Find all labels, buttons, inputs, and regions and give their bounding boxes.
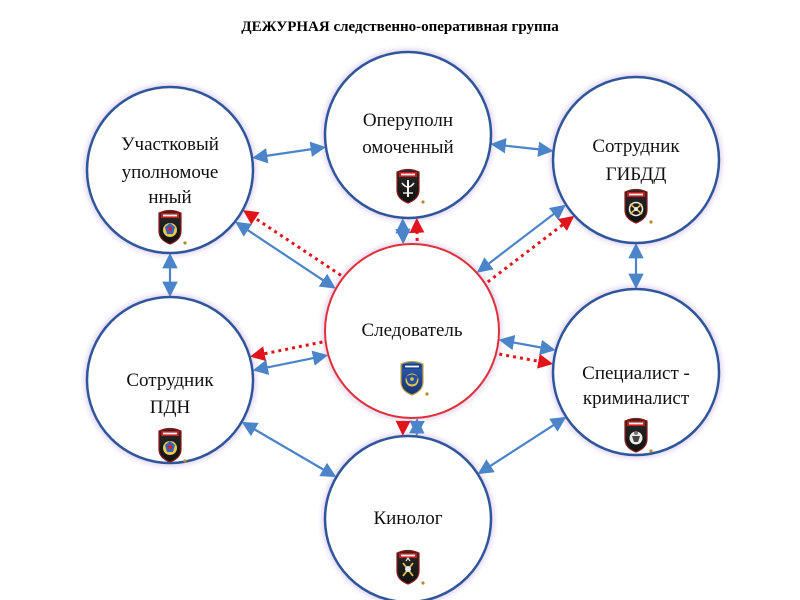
traffic-police-badge-icon	[624, 188, 648, 224]
badge-mark	[183, 241, 187, 245]
operative-circle	[323, 50, 493, 220]
connection-investigator-participant	[235, 221, 336, 289]
node-operative: Оперуполн омоченный	[323, 50, 493, 220]
badge-mark	[425, 392, 429, 396]
police-badge-eagle-icon	[158, 209, 182, 245]
dog-handler-circle	[323, 434, 493, 600]
juvenile-officer-label-line: ПДН	[150, 397, 191, 418]
connection-investigator-traffic-police	[476, 204, 566, 273]
participant-label-line: нный	[148, 187, 191, 208]
connection-investigator-juvenile-officer	[252, 350, 329, 375]
connection-juvenile-officer-dog-handler	[241, 421, 337, 478]
connection-forensic-specialist-dog-handler	[477, 416, 567, 475]
investigator-label-line: Следователь	[361, 320, 462, 341]
badge-mark	[421, 581, 425, 585]
operative-label-line: омоченный	[362, 137, 453, 158]
node-dog-handler: Кинолог	[323, 434, 493, 600]
traffic-police-circle	[551, 75, 721, 245]
badge-mark	[183, 459, 187, 463]
node-forensic-specialist: Специалист - криминалист	[551, 287, 721, 457]
traffic-police-label-line: Сотрудник	[592, 136, 680, 157]
forensic-specialist-label-line: криминалист	[583, 388, 690, 409]
badge-mark	[421, 200, 425, 204]
connection-investigator-forensic-specialist	[498, 334, 556, 355]
traffic-police-label-line: ГИБДД	[606, 164, 667, 185]
operative-label-line: Оперуполн	[363, 110, 453, 131]
forensic-badge-icon	[624, 417, 648, 453]
participant-label-line: Участковый	[121, 134, 219, 155]
badge-mark	[649, 220, 653, 224]
juvenile-officer-circle	[85, 295, 255, 465]
dog-handler-label-line: Кинолог	[373, 508, 442, 529]
red-arrow-investigator-forensic-specialist	[498, 352, 554, 369]
juvenile-officer-label-line: Сотрудник	[126, 370, 214, 391]
red-arrow-investigator-participant	[242, 210, 342, 277]
red-arrow-investigator-juvenile-officer	[249, 340, 323, 362]
connections-layer	[162, 138, 644, 478]
police-badge-eagle-icon	[158, 427, 182, 463]
operative-badge-icon	[396, 168, 420, 204]
investigator-badge-icon	[400, 360, 424, 396]
red-arrow-investigator-traffic-police	[486, 215, 575, 284]
participant-circle	[85, 85, 255, 255]
dog-handler-badge-icon	[396, 549, 420, 585]
badge-mark	[649, 449, 653, 453]
participant-label-line: уполномоче	[122, 162, 219, 183]
forensic-specialist-circle	[551, 287, 721, 457]
node-participant: Участковый уполномоче нный	[85, 85, 255, 255]
connection-operative-traffic-police	[490, 138, 554, 157]
nodes-layer: Участковый уполномоче нный Оперуполн омоченн…	[85, 50, 721, 600]
forensic-specialist-label-line: Специалист -	[582, 363, 690, 384]
investigator-circle	[324, 243, 500, 419]
node-investigator: Следователь	[324, 243, 500, 419]
connection-participant-operative	[252, 141, 326, 164]
diagram-title: ДЕЖУРНАЯ следственно-оперативная группа	[241, 19, 559, 35]
